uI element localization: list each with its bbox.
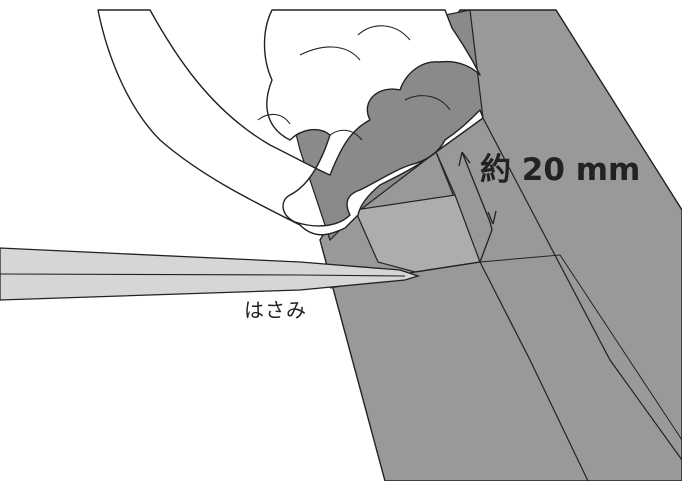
- scissors-blade-edge: [0, 273, 406, 277]
- finger-lines: [257, 25, 451, 141]
- box-fold-line-1: [482, 117, 682, 461]
- scissors-blade: [0, 247, 421, 301]
- hand: [97, 9, 484, 236]
- dimension-label: 約 20 mm: [480, 152, 641, 188]
- dimension-arrow-top: [458, 151, 471, 167]
- flap-edge: [435, 151, 456, 196]
- dimension-arrow-bottom: [487, 210, 497, 225]
- scissors-label: はさみ: [244, 298, 307, 322]
- dimension-bracket: [461, 151, 493, 263]
- box-fold-line-3: [479, 254, 682, 441]
